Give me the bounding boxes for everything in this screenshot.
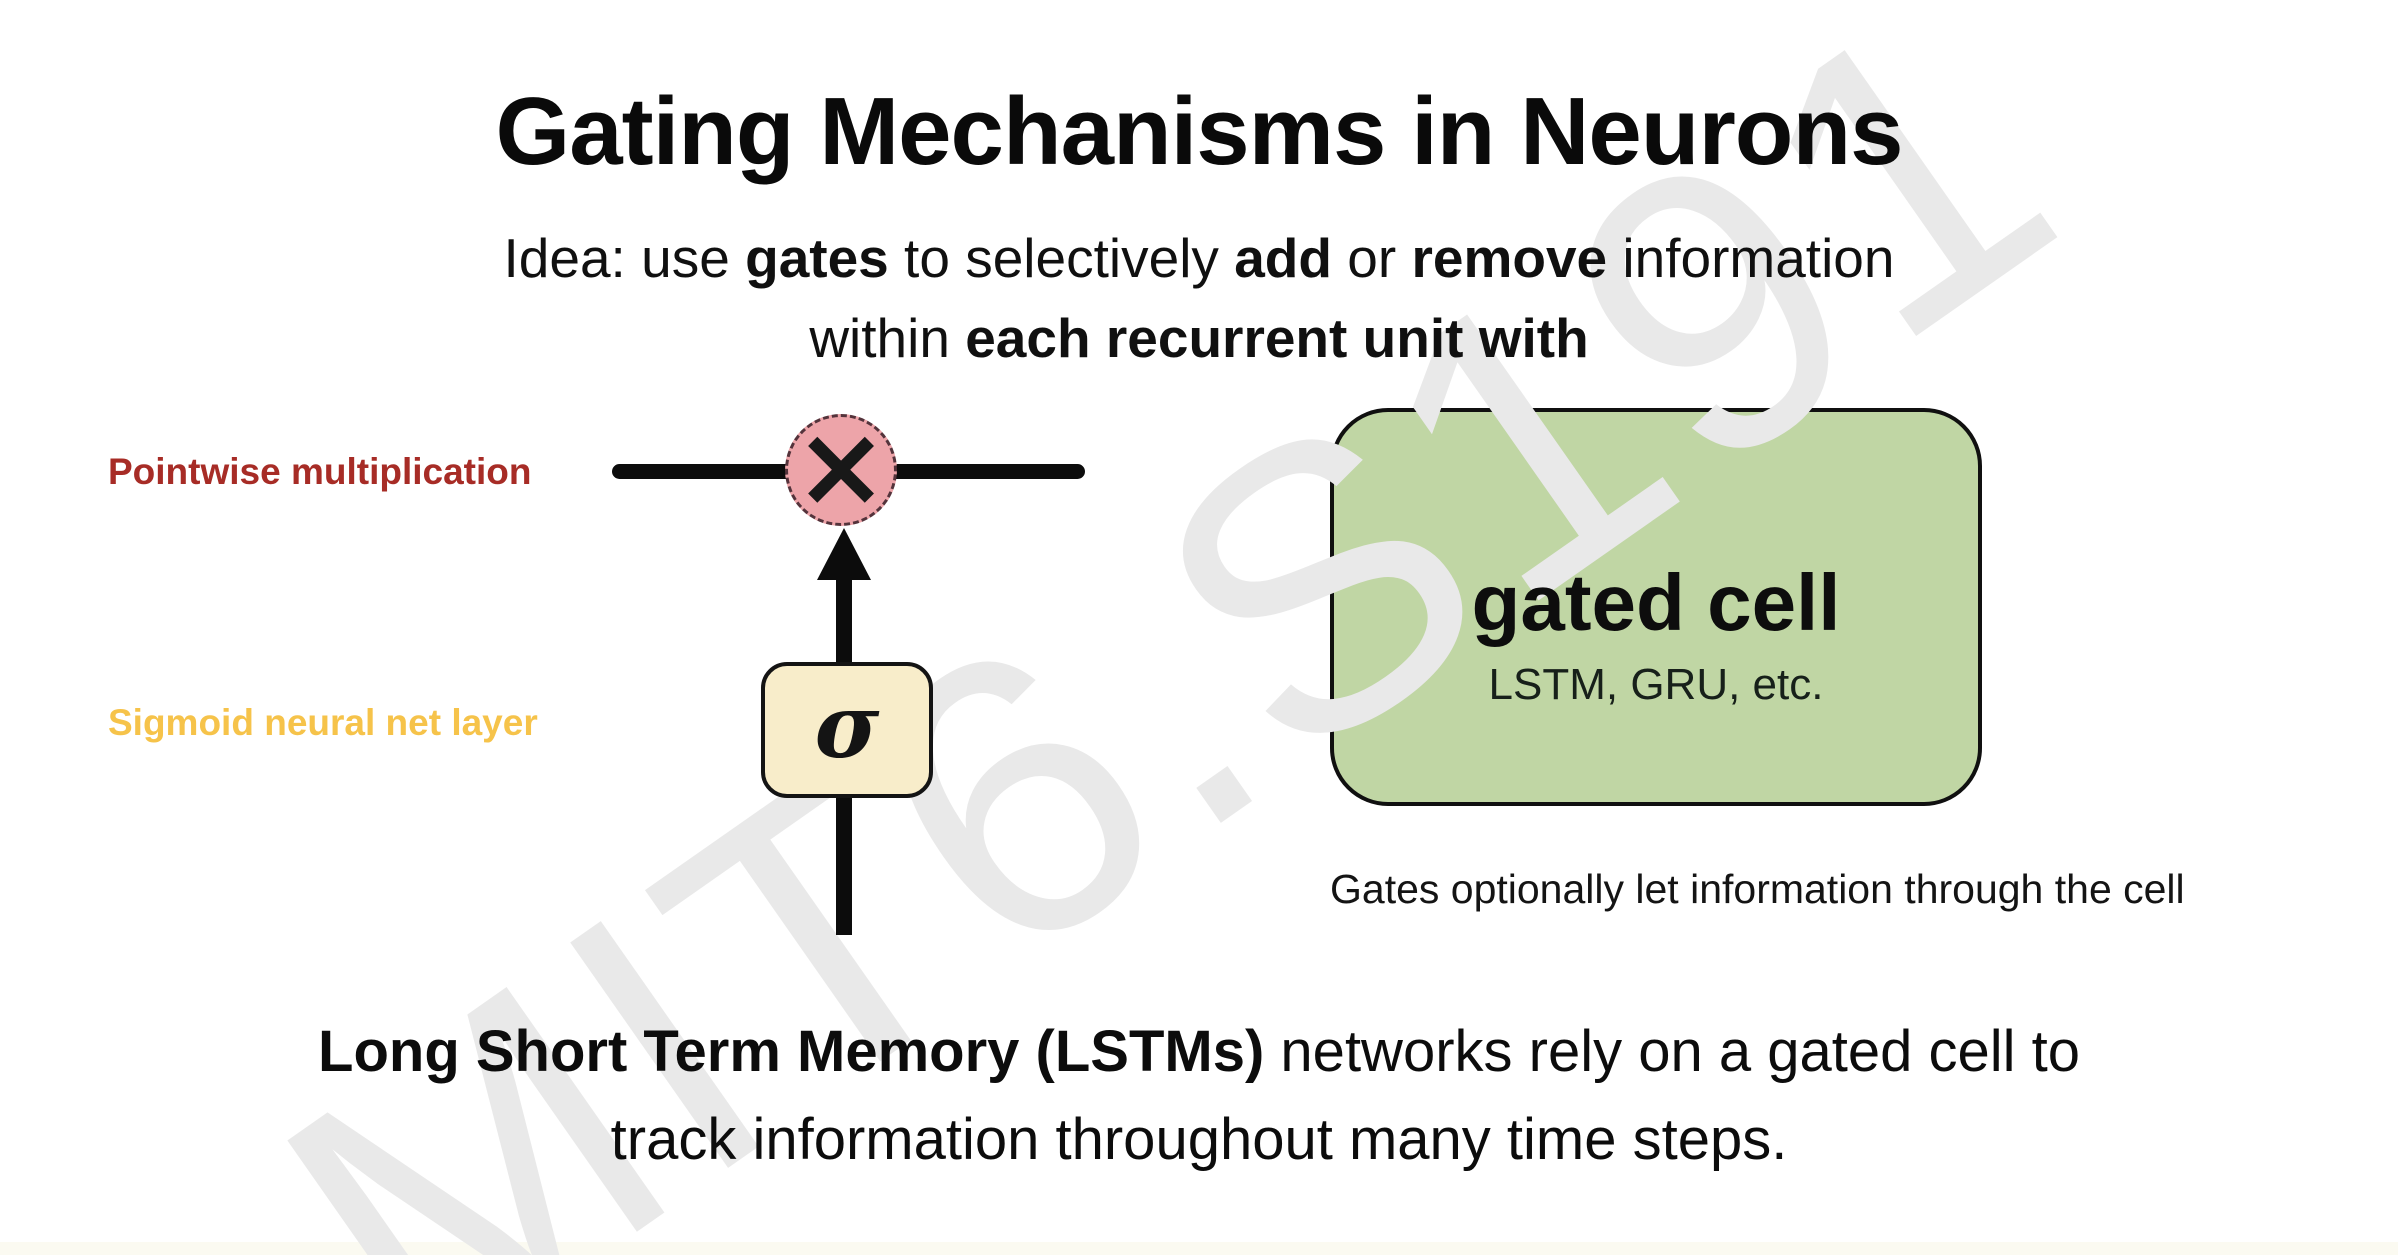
page-title: Gating Mechanisms in Neurons — [495, 78, 1904, 185]
gated-cell-box: gated cell LSTM, GRU, etc. — [1330, 408, 1982, 806]
sigmoid-layer-label: Sigmoid neural net layer — [108, 702, 538, 743]
bottom-summary: Long Short Term Memory (LSTMs) networks … — [0, 1008, 2398, 1184]
multiply-icon: × — [794, 402, 888, 532]
pointwise-multiplication-label: Pointwise multiplication — [108, 451, 532, 492]
subtitle-line-2: within each recurrent unit with — [809, 307, 1589, 369]
subtitle-line-1: Idea: use gates to selectively add or re… — [503, 227, 1895, 289]
subtitle: Idea: use gates to selectively add or re… — [0, 218, 2398, 378]
sigmoid-gate-node: σ — [761, 662, 933, 798]
gated-cell-title: gated cell — [1471, 558, 1841, 647]
gated-cell-subtitle: LSTM, GRU, etc. — [1488, 660, 1824, 709]
gated-cell-content: gated cell LSTM, GRU, etc. — [1334, 412, 1978, 802]
sigma-icon: σ — [814, 674, 880, 778]
slide-bottom-edge — [0, 1242, 2398, 1255]
bottom-summary-line-2: track information throughout many time s… — [610, 1107, 1788, 1172]
bottom-summary-line-1: Long Short Term Memory (LSTMs) networks … — [318, 1019, 2080, 1084]
gated-cell-caption: Gates optionally let information through… — [1330, 866, 2185, 912]
arrow-up-icon — [817, 528, 871, 580]
pointwise-multiply-node: × — [785, 402, 897, 532]
